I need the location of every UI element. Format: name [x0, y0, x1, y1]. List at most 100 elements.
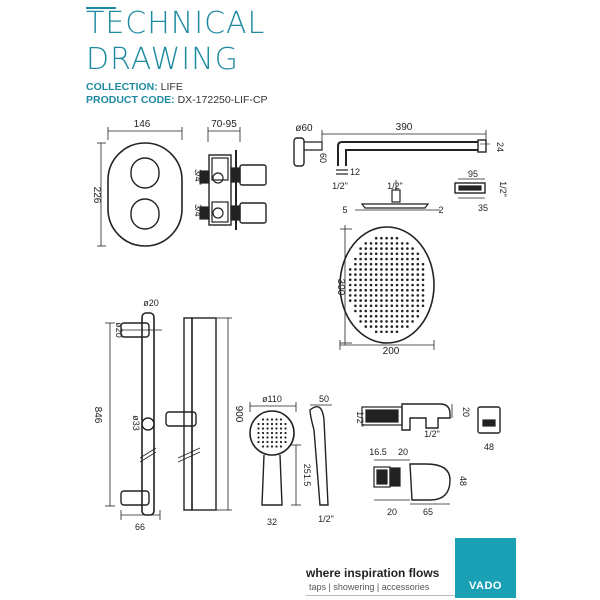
nozzle-dot [395, 325, 399, 328]
nozzle-dot [380, 262, 383, 266]
nozzle-dot [406, 314, 409, 318]
nozzle-dot [395, 330, 399, 334]
nozzle-dot [364, 278, 368, 282]
nozzle-dot [411, 299, 414, 302]
nozzle-dot [416, 273, 420, 276]
nozzle-dot [395, 273, 399, 276]
nozzle-dot [411, 278, 414, 282]
nozzle-dot [411, 283, 414, 287]
nozzle-dot [359, 299, 362, 302]
nozzle-dot [348, 294, 352, 297]
handset-nozzle-dot [275, 445, 278, 448]
handset-nozzle-dot [257, 427, 260, 430]
nozzle-dot [400, 278, 404, 282]
nozzle-dot [416, 309, 420, 313]
nozzle-dot [390, 236, 394, 240]
nozzle-dot [380, 247, 383, 250]
nozzle-dot [385, 252, 388, 256]
handset-nozzle-dot [275, 418, 278, 421]
nozzle-dot [364, 325, 368, 328]
nozzle-dot [348, 273, 352, 276]
nozzle-dot [359, 314, 362, 318]
nozzle-dot [364, 262, 368, 266]
nozzle-dot [385, 330, 388, 334]
dim-valve-inlet-1: 3/4" [193, 169, 203, 185]
nozzle-dot [406, 299, 409, 302]
valve-front-view [97, 127, 183, 247]
nozzle-dot [348, 299, 352, 302]
nozzle-dot [369, 273, 373, 276]
dim-arm-flange: ø60 [295, 123, 313, 134]
nozzle-dot [395, 236, 399, 240]
nozzle-dot [374, 283, 378, 287]
nozzle-dot [374, 314, 378, 318]
nozzle-dot [380, 309, 383, 313]
handset-nozzle-dot [275, 440, 278, 444]
handset-nozzle-dot [266, 431, 269, 435]
nozzle-dot [380, 236, 383, 240]
dim-holder-16-5: 16.5 [369, 447, 387, 457]
nozzle-dot [354, 262, 357, 266]
nozzle-dot [406, 247, 409, 250]
handset-nozzle-dot [270, 427, 274, 430]
collection-value: LIFE [160, 81, 183, 93]
nozzle-dot [400, 268, 404, 271]
nozzle-dot [400, 309, 404, 313]
shower-head-face [339, 225, 435, 350]
handset-nozzle-dot [284, 436, 287, 439]
nozzle-dot [406, 320, 409, 323]
nozzle-dot [374, 278, 378, 282]
nozzle-dot [380, 268, 383, 271]
handset-nozzle-dot [261, 427, 265, 430]
nozzle-dot [369, 262, 373, 266]
nozzle-dot [390, 257, 394, 261]
nozzle-dot [385, 325, 388, 328]
nozzle-dot [369, 278, 373, 282]
nozzle-dot [395, 314, 399, 318]
dim-rail-end: ø20 [114, 322, 124, 338]
nozzle-dot [390, 278, 394, 282]
nozzle-dot [395, 283, 399, 287]
nozzle-dot [359, 262, 362, 266]
dim-outlet-thread: 1/2" [498, 181, 508, 197]
nozzle-dot [380, 299, 383, 302]
shower-head-nozzles [348, 236, 425, 334]
nozzle-dot [364, 294, 368, 297]
nozzle-dot [369, 242, 373, 245]
nozzle-dot [369, 247, 373, 250]
nozzle-dot [364, 247, 368, 250]
nozzle-dot [354, 288, 357, 292]
nozzle-dot [411, 309, 414, 313]
nozzle-dot [400, 320, 404, 323]
nozzle-dot [369, 304, 373, 308]
dim-rail-depth: 66 [135, 522, 145, 532]
nozzle-dot [400, 247, 404, 250]
nozzle-dot [395, 247, 399, 250]
nozzle-dot [359, 320, 362, 323]
dim-handset-dia: ø110 [262, 394, 282, 404]
nozzle-dot [369, 294, 373, 297]
handset-nozzle-dot [270, 431, 274, 435]
nozzle-dot [385, 320, 388, 323]
dim-holder-65: 65 [423, 507, 433, 517]
nozzle-dot [348, 283, 352, 287]
product-code-label: PRODUCT CODE: [86, 94, 175, 106]
logo-text: VADO [469, 580, 502, 592]
nozzle-dot [374, 268, 378, 271]
nozzle-dot [369, 314, 373, 318]
dim-outlet-95: 95 [468, 169, 478, 179]
handset-nozzle-dot [266, 445, 269, 448]
nozzle-dot [385, 294, 388, 297]
nozzle-dot [354, 283, 357, 287]
product-code-line: PRODUCT CODE: DX-172250-LIF-CP [86, 94, 267, 107]
nozzle-dot [421, 273, 425, 276]
nozzle-dot [416, 268, 420, 271]
nozzle-dot [380, 283, 383, 287]
nozzle-dot [380, 288, 383, 292]
dim-valve-height: 226 [91, 187, 102, 204]
dim-holder-20a: 20 [398, 447, 408, 457]
footer-divider [306, 595, 456, 596]
nozzle-dot [411, 262, 414, 266]
footer-subline: taps | showering | accessories [309, 582, 430, 592]
handset-nozzle-dot [270, 418, 274, 421]
